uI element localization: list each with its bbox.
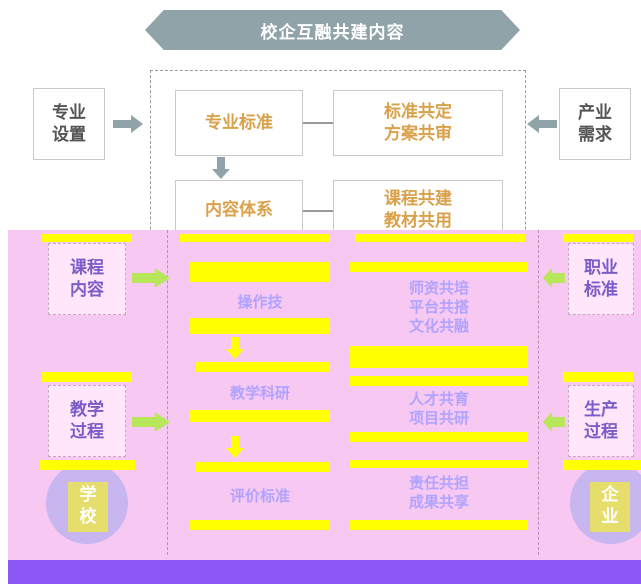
enterprise-label: 企 业 [601, 485, 619, 527]
arrow-left-icon [527, 115, 557, 133]
arrow-right-icon [113, 115, 143, 133]
school-label: 学 校 [79, 485, 97, 527]
highlight-bar [180, 234, 330, 242]
box-professional-standard: 专业标准 [175, 90, 303, 156]
highlight-bar [68, 482, 108, 532]
highlight-bar [563, 460, 641, 470]
dashed-line [538, 230, 539, 555]
box-evaluation-standard: 评价标准 [229, 486, 290, 505]
box-vocational-standard: 职业 标准 [568, 243, 634, 315]
highlight-bar [563, 372, 633, 382]
highlight-bar [190, 318, 330, 334]
arrow-down-icon [226, 436, 244, 458]
highlight-bar [350, 520, 528, 530]
highlight-bar [196, 462, 330, 472]
box-operation-skill: 操作技 [237, 292, 283, 311]
highlight-bar [355, 234, 525, 242]
highlight-bar [350, 346, 528, 368]
box-teaching-process: 教学 过程 [48, 385, 126, 457]
dashed-line [167, 230, 168, 555]
dashed-frame [150, 70, 526, 270]
box-talent-joint: 人才共育 项目共研 [408, 390, 469, 427]
highlight-bar [196, 362, 330, 372]
banner-title: 校企互融共建内容 [145, 10, 520, 50]
bottom-bar [8, 560, 641, 584]
highlight-bar [350, 460, 528, 468]
highlight-bar [40, 460, 135, 470]
connector [303, 122, 333, 124]
highlight-bar [590, 482, 630, 532]
box-teacher-joint: 师资共培 平台共搭 文化共融 [408, 278, 469, 335]
arrow-down-icon [226, 337, 244, 359]
highlight-bar [190, 262, 330, 282]
highlight-bar [350, 376, 528, 386]
highlight-bar [42, 234, 132, 242]
box-standard-joint: 标准共定 方案共审 [333, 90, 503, 156]
arrow-left-icon [543, 268, 565, 288]
arrow-right-icon [132, 412, 170, 432]
highlight-bar [190, 520, 330, 530]
highlight-bar [42, 372, 132, 382]
highlight-bar [350, 262, 528, 272]
highlight-bar [350, 432, 528, 442]
highlight-bar [190, 410, 330, 422]
arrow-down-icon [212, 157, 230, 179]
box-industry-demand: 产业 需求 [559, 88, 631, 160]
box-responsibility-joint: 责任共担 成果共享 [408, 474, 469, 511]
arrow-left-icon [543, 412, 565, 432]
highlight-bar [563, 234, 633, 242]
box-major-setting: 专业 设置 [33, 88, 105, 160]
box-teaching-research: 教学科研 [229, 383, 290, 402]
connector [303, 210, 333, 212]
box-course-content: 课程 内容 [48, 243, 126, 315]
arrow-right-icon [132, 268, 170, 288]
box-production-process: 生产 过程 [568, 385, 634, 457]
